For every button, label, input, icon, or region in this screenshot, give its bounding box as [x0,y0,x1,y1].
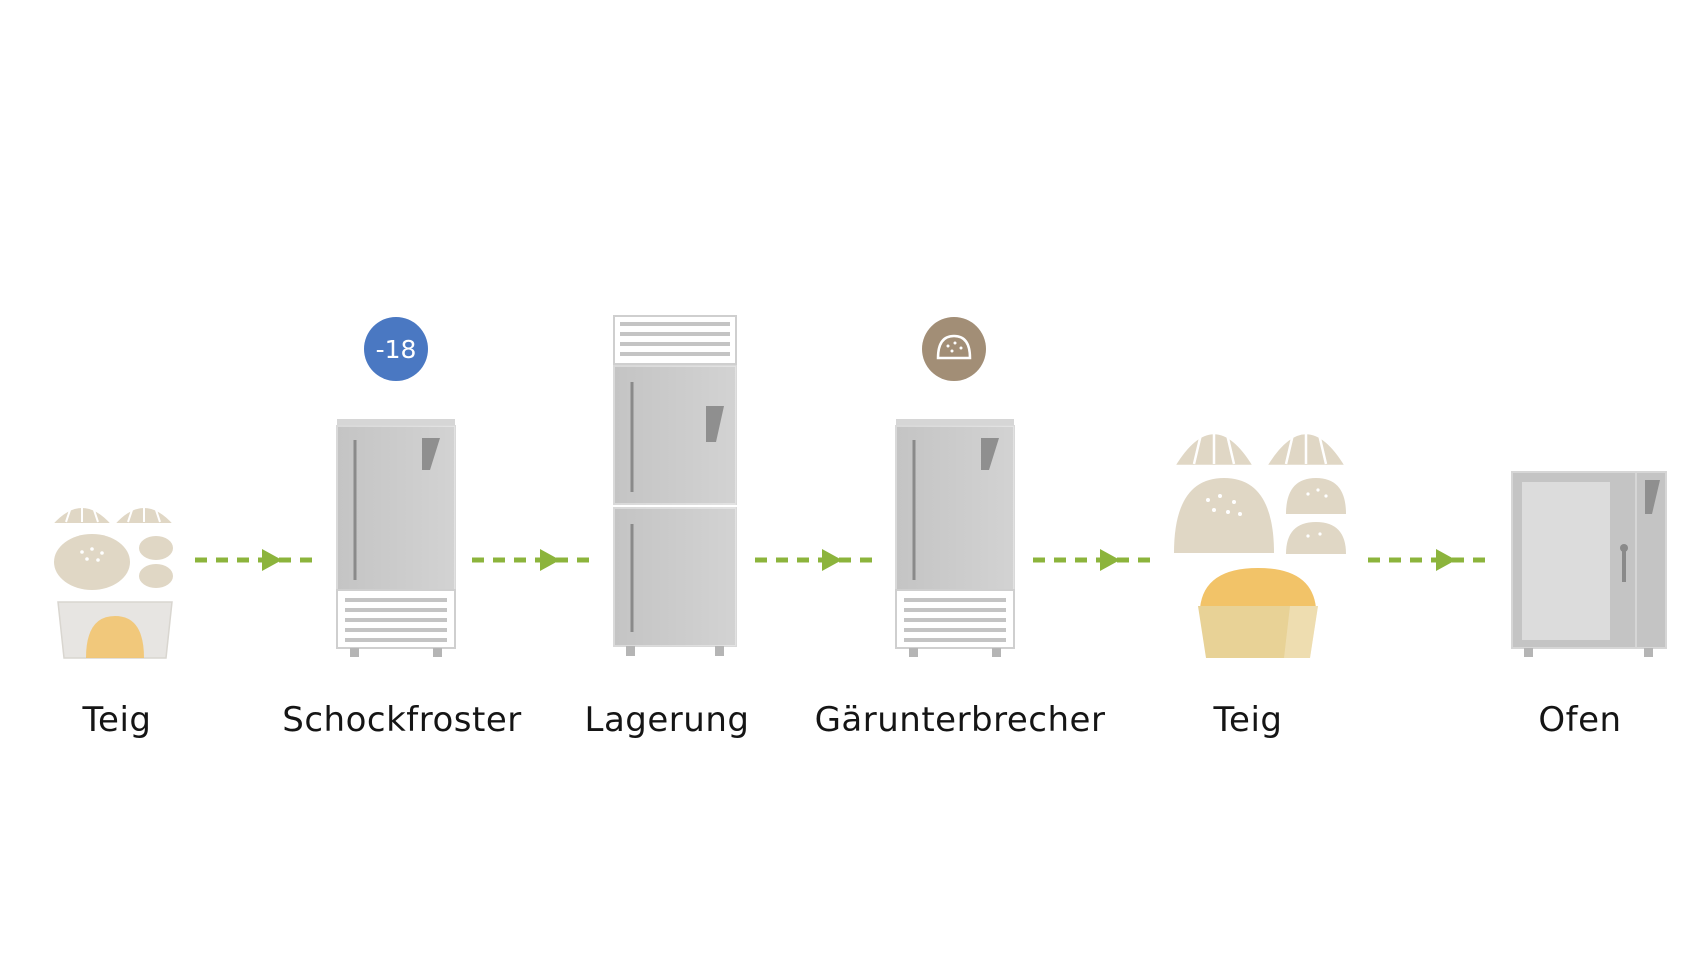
step-label-blast-freezer: Schockfroster [282,700,522,740]
croissant-icon [1171,424,1257,468]
arrow-1 [195,549,318,571]
arrow-4 [1033,549,1158,571]
step-label-proofing-interrupter: Gärunterbrecher [814,700,1106,740]
step-label-dough-1: Teig [82,700,152,740]
small-bun-icon [139,564,173,588]
bucket-icon [1198,606,1318,658]
bun-icon [1174,478,1274,553]
small-bun-icon [1286,478,1346,514]
proofing-interrupter-icon [895,317,1015,657]
bun-seeds [80,547,104,562]
bread-roll-badge [922,317,986,381]
arrow-5 [1368,549,1492,571]
arrow-2 [472,549,596,571]
step-label-storage: Lagerung [584,700,750,740]
dough-bowl-large-icon [1171,424,1349,658]
small-bun-icon [1286,522,1346,554]
step-label-oven: Ofen [1538,700,1622,740]
croissant-icon [111,500,177,525]
storage-cabinet-icon [613,315,737,656]
blast-freezer-icon: -18 [336,317,456,657]
bun-icon [54,534,130,590]
arrow-3 [755,549,880,571]
temperature-badge-text: -18 [376,335,417,364]
dough-filling [86,616,144,658]
croissant-icon [1263,424,1349,468]
bread-roll-icon [936,334,972,360]
oven-icon [1511,471,1667,657]
croissant-icon [49,500,115,525]
dough-bowl-icon [49,500,177,659]
dough-filling [1200,568,1316,608]
small-bun-icon [139,536,173,560]
temperature-badge [364,317,428,381]
step-label-dough-2: Teig [1213,700,1283,740]
